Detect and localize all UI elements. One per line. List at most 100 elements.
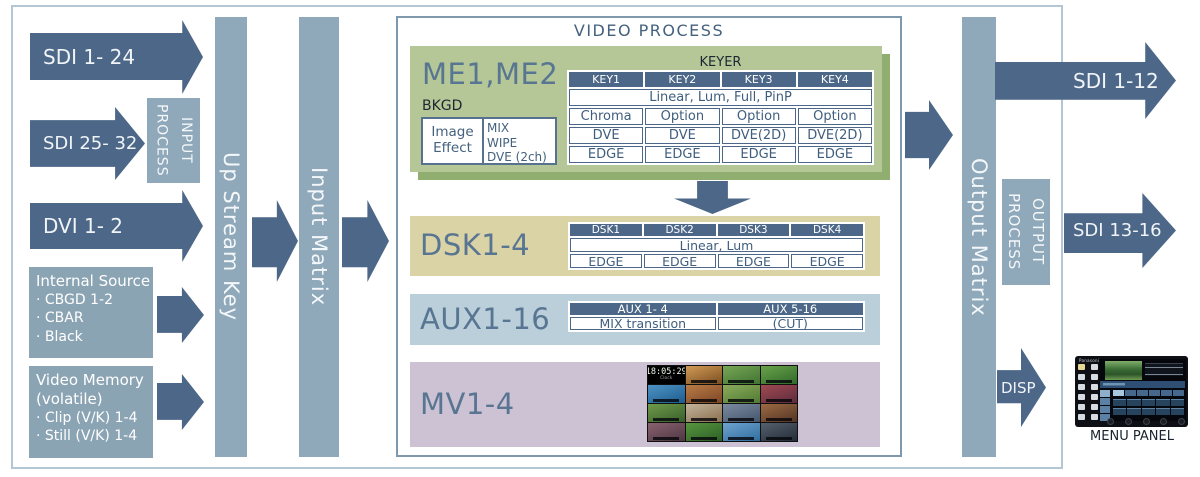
menu-panel-buttons [1078,364,1098,420]
dsk-types-cell: Linear, Lum [570,238,863,253]
panasonic-logo: Panasonic [1079,358,1102,363]
keyer-cell: Option [721,108,796,125]
panel-button [1091,414,1098,420]
dsk-header-row: DSK1 DSK2 DSK3 DSK4 [570,224,863,236]
input-process-label: INPUT PROCESS [153,104,195,177]
mv-source-label-bar [728,398,755,402]
internal-source-title: Internal Source [36,272,151,290]
aux-cell: (CUT) [717,316,863,331]
menu-side-tabs [1100,390,1110,421]
panel-button [1091,374,1098,380]
keyer-header-cell: KEY3 [721,72,796,87]
keyer-header-cell: KEY4 [797,72,872,87]
dsk-table: DSK1 DSK2 DSK3 DSK4 Linear, Lum EDGE EDG… [568,222,865,270]
up-stream-key-label: Up Stream Key [219,152,243,322]
up-stream-key-bar: Up Stream Key [215,17,247,457]
output-process-box: OUTPUT PROCESS [1002,179,1050,285]
dsk-cell: EDGE [791,254,863,269]
mv-source-thumbnail [685,423,722,441]
image-effect-label: Image Effect [423,119,484,163]
mv-source-thumbnail [685,404,722,422]
keyer-cell: DVE [569,127,644,144]
knob [1124,418,1132,425]
mv-source-label-bar [653,398,680,402]
me-block-label: ME1,ME2 [422,57,559,91]
input-matrix-bar: Input Matrix [299,17,339,457]
mv-source-thumbnail [648,385,685,403]
input-matrix-label: Input Matrix [307,167,331,307]
knob [1142,418,1150,425]
sdi-25-32-label: SDI 25- 32 [43,133,138,154]
mv-source-thumbnail [723,404,760,422]
mv-source-thumbnail [685,385,722,403]
keyer-cell: EDGE [645,146,720,163]
waveform-display [1145,363,1183,376]
disp-label: DISP [1001,378,1036,397]
mv-source-thumbnail [723,423,760,441]
mv-source-thumbnail [760,366,797,384]
output-process-label: OUTPUT PROCESS [1005,193,1047,271]
panel-button [1091,364,1098,370]
keyer-title: KEYER [699,55,742,70]
aux-header-cell: AUX 1- 4 [570,302,716,316]
mv-source-thumbnail [648,404,685,422]
keyer-dve-row: DVE DVE DVE(2D) DVE(2D) [569,127,872,144]
panel-button [1091,384,1098,390]
keyer-table: KEY1 KEY2 KEY3 KEY4 Linear, Lum, Full, P… [567,70,874,165]
output-arrow-sdi-13-16: SDI 13-16 [1064,193,1176,268]
dsk-block-label: DSK1-4 [420,228,531,262]
mv-source-thumbnail [723,385,760,403]
dsk-header-cell: DSK3 [717,224,790,236]
panel-button [1078,384,1085,390]
panel-button [1078,394,1085,400]
mv-source-label-bar [728,379,755,383]
dsk-cell: EDGE [570,254,642,269]
aux-transition-row: MIX transition (CUT) [570,316,863,331]
keyer-cell: EDGE [569,146,644,163]
panel-button [1078,404,1085,410]
mv-block-label: MV1-4 [420,387,515,421]
knob [1178,418,1185,425]
menu-panel-screen [1099,359,1186,421]
dsk-header-cell: DSK4 [791,224,863,236]
aux-header-row: AUX 1- 4 AUX 5-16 [570,302,863,316]
bkgd-transition-types: MIX WIPE DVE (2ch) [487,121,547,165]
bkgd-label: BKGD [422,98,463,114]
mv-source-label-bar [653,436,680,440]
keyer-cell: DVE(2D) [797,127,872,144]
panel-button [1091,394,1098,400]
dsk-cell: EDGE [643,254,716,269]
knob [1160,418,1168,425]
keyer-cell: DVE [645,127,720,144]
keyer-cell: DVE(2D) [721,127,796,144]
mv-source-label-bar [765,398,792,402]
keyer-cell: EDGE [797,146,872,163]
output-matrix-bar: Output Matrix [962,17,996,457]
panel-button [1078,414,1085,420]
system-boundary [11,5,1063,469]
dsk-edge-row: EDGE EDGE EDGE EDGE [570,254,863,269]
panel-button [1078,364,1085,370]
panel-button [1078,374,1085,380]
menu-panel-image: Panasonic [1075,356,1188,427]
video-memory-item: · Still (V/K) 1-4 [36,427,138,444]
video-memory-item: · Clip (V/K) 1-4 [36,409,138,426]
image-effect-box: Image Effect MIX WIPE DVE (2ch) [421,117,557,165]
mv-source-label-bar [653,417,680,421]
video-memory-title: Video Memory [36,371,144,389]
mv-source-label-bar [690,379,717,383]
mv-source-label-bar [765,379,792,383]
keyer-types-cell: Linear, Lum, Full, PinP [569,89,872,106]
sdi-13-16-label: SDI 13-16 [1073,220,1162,241]
aux-block-label: AUX1-16 [420,302,551,336]
keyer-edge-row: EDGE EDGE EDGE EDGE [569,146,872,163]
knob [1107,418,1114,425]
menu-panel-knobs [1107,418,1185,425]
video-memory-box: Video Memory (volatile) · Clip (V/K) 1-4… [29,366,153,458]
mv-source-label-bar [765,436,792,440]
keyer-header-cell: KEY2 [645,72,720,87]
keyer-cell: EDGE [721,146,796,163]
mv-source-thumbnail [760,423,797,441]
